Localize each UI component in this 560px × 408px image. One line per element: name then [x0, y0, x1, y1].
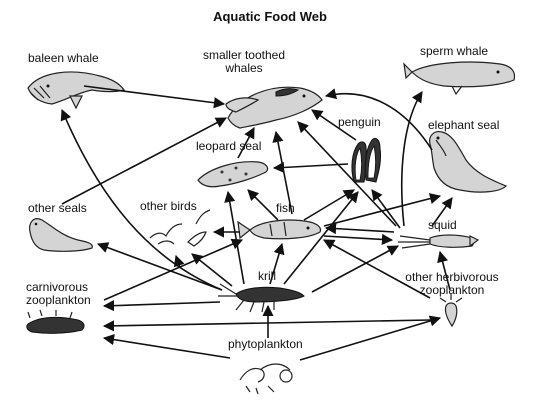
label-smaller-toothed-whales-line1: smaller toothed — [202, 48, 286, 62]
other-herbivorous-zooplankton-illustration — [439, 294, 463, 328]
squid-illustration — [398, 234, 480, 249]
sperm-whale-illustration — [403, 61, 516, 96]
carnivorous-zooplankton-illustration — [26, 309, 85, 334]
diagram-title: Aquatic Food Web — [213, 9, 327, 24]
label-carnivorous-zooplankton: carnivorous zooplankton — [26, 281, 91, 307]
penguin-illustration — [351, 137, 381, 183]
label-other-herbivorous-zooplankton-line1: other herbivorous — [405, 270, 499, 284]
other-birds-illustration — [149, 209, 211, 247]
label-other-seals: other seals — [28, 201, 87, 215]
label-leopard-seal: leopard seal — [196, 139, 262, 153]
fish-illustration — [237, 219, 322, 240]
label-smaller-toothed-whales: smaller toothed whales — [194, 49, 294, 75]
label-other-herbivorous-zooplankton: other herbivorous zooplankton — [394, 271, 510, 297]
leopard-seal-illustration — [197, 161, 269, 188]
other-seals-illustration — [29, 218, 93, 252]
label-krill: krill — [258, 269, 276, 283]
smaller-toothed-whales-illustration — [225, 86, 323, 129]
phytoplankton-illustration — [239, 363, 293, 395]
label-fish: fish — [276, 201, 295, 215]
label-sperm-whale: sperm whale — [420, 44, 489, 58]
label-phytoplankton: phytoplankton — [228, 337, 303, 351]
label-squid: squid — [428, 218, 457, 232]
elephant-seal-illustration — [429, 131, 508, 193]
label-other-birds: other birds — [140, 199, 197, 213]
label-elephant-seal: elephant seal — [428, 118, 500, 132]
krill-illustration — [218, 283, 305, 313]
label-smaller-toothed-whales-line2: whales — [225, 61, 263, 75]
label-baleen-whale: baleen whale — [28, 51, 99, 65]
baleen-whale-illustration — [27, 71, 125, 110]
label-carnivorous-zooplankton-line2: zooplankton — [26, 293, 91, 307]
food-web-arrows — [60, 85, 453, 361]
label-penguin: penguin — [338, 115, 381, 129]
label-other-herbivorous-zooplankton-line2: zooplankton — [419, 283, 485, 297]
label-carnivorous-zooplankton-line1: carnivorous — [26, 280, 89, 294]
